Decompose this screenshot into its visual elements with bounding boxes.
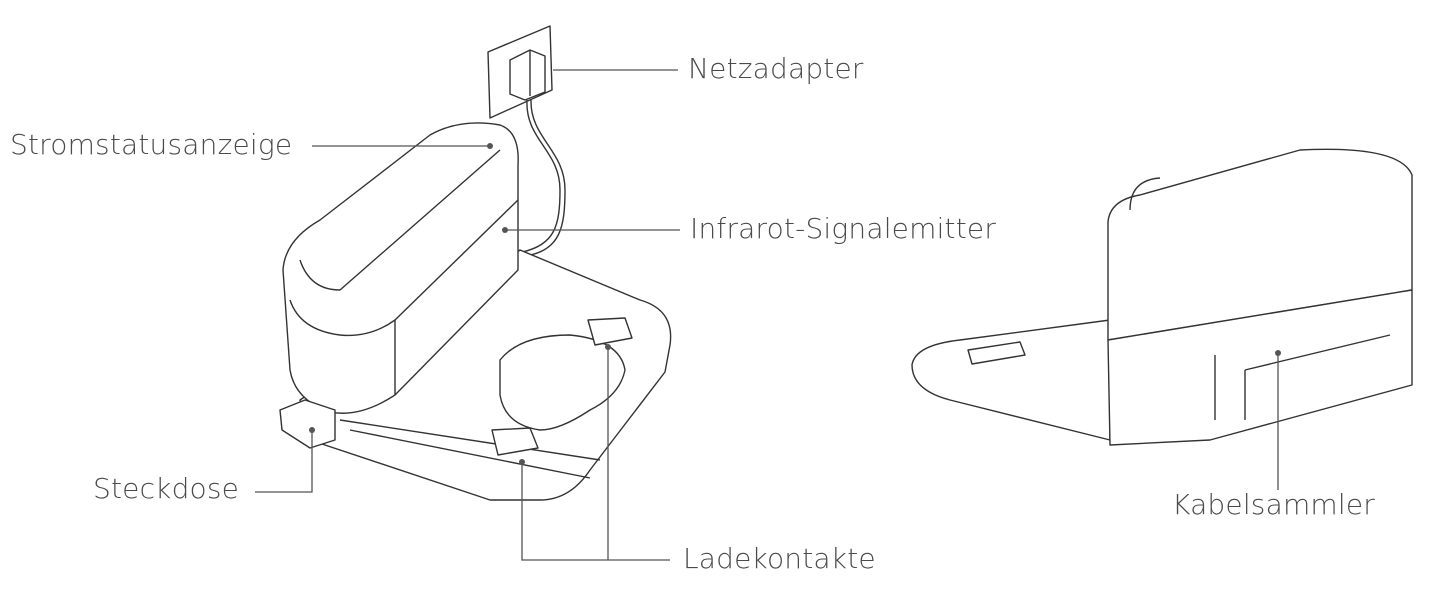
- dock-rear-illustration: [911, 148, 1413, 446]
- label-power-adapter: Netzadapter: [688, 52, 864, 85]
- label-cable-organizer: Kabelsammler: [1172, 488, 1376, 521]
- leader-lines: [255, 69, 1281, 561]
- label-ir-emitter: Infrarot-Signalemitter: [690, 212, 997, 245]
- dock-front-illustration: [279, 122, 672, 501]
- power-adapter-illustration: [487, 25, 566, 257]
- label-power-socket: Steckdose: [93, 472, 240, 505]
- label-charging-contacts: Ladekontakte: [683, 542, 876, 575]
- label-power-indicator: Stromstatusanzeige: [10, 128, 293, 161]
